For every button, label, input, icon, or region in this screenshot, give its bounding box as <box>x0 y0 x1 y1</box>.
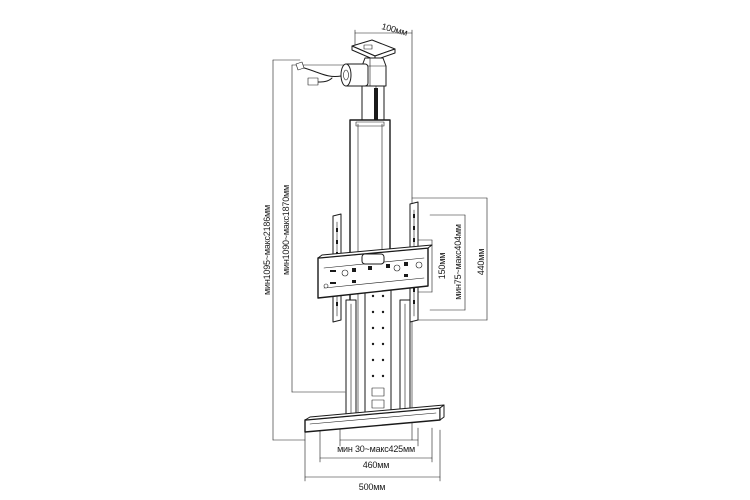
dimension-lines <box>272 29 488 482</box>
label-base-outer-width: 500мм <box>359 482 385 492</box>
label-vesa-vertical-min: 150мм <box>437 253 447 279</box>
label-vesa-horizontal-range: мин 30~макс425мм <box>337 444 415 454</box>
motor-head <box>295 39 396 123</box>
label-base-inner-width: 460мм <box>363 460 389 470</box>
base <box>304 404 445 433</box>
label-height-inner: мин1090~макс1870мм <box>281 185 291 275</box>
dimension-labels: 100мм мин1095~макс2186мм мин1090~макс187… <box>262 21 486 492</box>
vesa-bracket <box>317 201 433 323</box>
label-top-depth: 100мм <box>380 21 408 37</box>
label-vesa-vertical-range: мин75~макс404мм <box>453 224 463 300</box>
label-height-total: мин1095~макс2186мм <box>262 205 272 295</box>
label-bracket-height: 440мм <box>476 249 486 275</box>
